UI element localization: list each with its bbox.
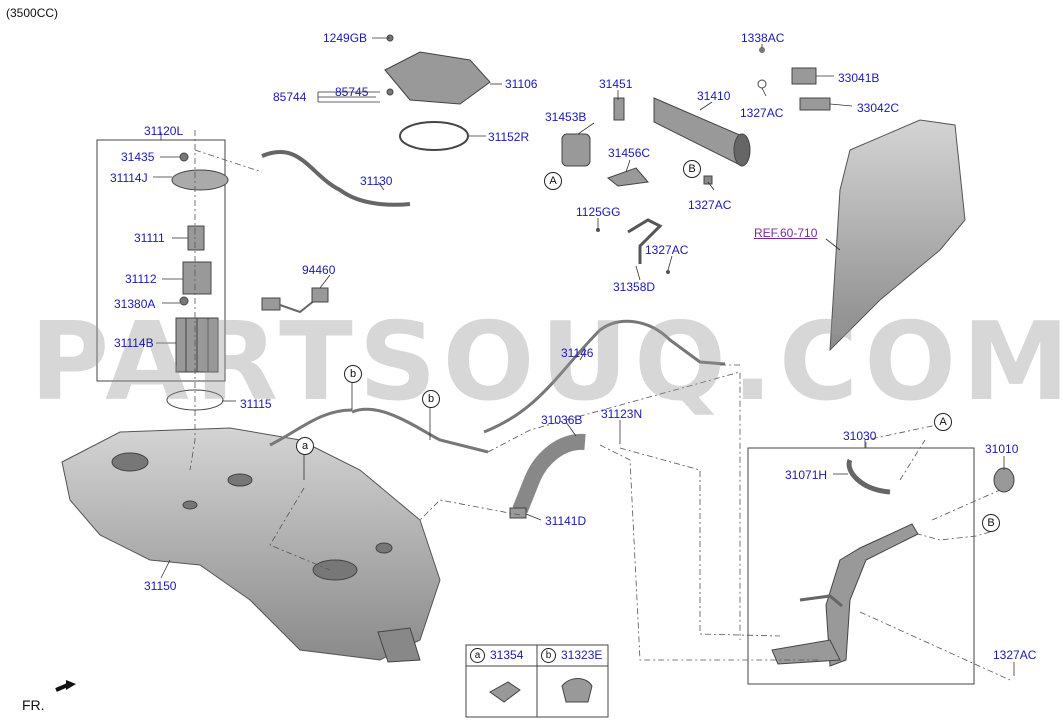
fuel-cap-31010 xyxy=(993,467,1015,493)
label-31010[interactable]: 31010 xyxy=(985,442,1019,456)
label-94460[interactable]: 94460 xyxy=(302,263,336,277)
callout-a: a xyxy=(296,437,314,455)
label-31071H[interactable]: 31071H xyxy=(785,468,828,482)
routing-lines xyxy=(189,130,1011,681)
label-33042C[interactable]: 33042C xyxy=(857,101,900,115)
label-1249GB[interactable]: 1249GB xyxy=(323,31,368,45)
label-1327AC-filler[interactable]: 1327AC xyxy=(993,648,1037,662)
canister-31410 xyxy=(561,97,751,187)
label-31120L[interactable]: 31120L xyxy=(144,124,184,138)
legend-callout-a: a xyxy=(470,648,485,663)
label-85745[interactable]: 85745 xyxy=(335,85,369,99)
callout-B-canister: B xyxy=(683,160,701,178)
label-31112[interactable]: 31112 xyxy=(125,272,157,286)
label-31036B[interactable]: 31036B xyxy=(541,413,583,427)
label-31111[interactable]: 31111 xyxy=(134,231,165,245)
label-1125GG[interactable]: 1125GG xyxy=(576,205,621,219)
callout-b-1: b xyxy=(344,365,362,383)
label-31123N[interactable]: 31123N xyxy=(601,407,643,421)
fuel-pump-parts xyxy=(166,152,229,411)
callout-A-canister: A xyxy=(544,172,562,190)
legend-label-31354[interactable]: 31354 xyxy=(490,648,524,662)
label-ref-60-710[interactable]: REF.60-710 xyxy=(754,226,818,240)
label-1327AC-valve[interactable]: 1327AC xyxy=(740,106,784,120)
callout-b-2: b xyxy=(422,390,440,408)
legend-table xyxy=(465,644,609,718)
sensor-94460 xyxy=(261,287,329,314)
label-31152R[interactable]: 31152R xyxy=(488,130,530,144)
label-31115[interactable]: 31115 xyxy=(240,397,272,411)
label-31456C[interactable]: 31456C xyxy=(608,146,651,160)
fr-arrow-head xyxy=(66,680,76,690)
callout-A-filler: A xyxy=(934,413,952,431)
hose-31130 xyxy=(261,149,411,207)
hose-31036B xyxy=(512,433,586,513)
body-panel xyxy=(829,119,966,352)
label-85744[interactable]: 85744 xyxy=(273,90,307,104)
label-31435[interactable]: 31435 xyxy=(121,150,155,164)
label-31358D[interactable]: 31358D xyxy=(613,280,656,294)
filler-box xyxy=(747,447,975,685)
fr-label: FR. xyxy=(22,697,45,713)
valves-33041 xyxy=(757,47,831,111)
fuel-tank-31150 xyxy=(61,427,441,663)
label-31130[interactable]: 31130 xyxy=(360,174,393,188)
label-31114B[interactable]: 31114B xyxy=(114,336,154,350)
bracket-31358D xyxy=(596,218,670,274)
label-31380A[interactable]: 31380A xyxy=(114,297,156,311)
label-31030[interactable]: 31030 xyxy=(843,429,877,443)
label-31141D[interactable]: 31141D xyxy=(545,514,587,528)
label-31451[interactable]: 31451 xyxy=(599,77,633,91)
label-31410[interactable]: 31410 xyxy=(697,89,731,103)
legend-label-31323E[interactable]: 31323E xyxy=(561,648,603,662)
filler-neck-31030 xyxy=(771,458,919,667)
label-31453B[interactable]: 31453B xyxy=(545,110,587,124)
label-33041B[interactable]: 33041B xyxy=(838,71,880,85)
pump-cover-31106 xyxy=(384,34,491,151)
label-31146[interactable]: 31146 xyxy=(561,346,594,360)
label-1327AC-canister[interactable]: 1327AC xyxy=(688,198,732,212)
label-31150[interactable]: 31150 xyxy=(144,579,177,593)
engine-label: (3500CC) xyxy=(6,6,59,20)
label-1327AC-bracket[interactable]: 1327AC xyxy=(645,243,689,257)
vapor-line-31146 xyxy=(483,319,726,434)
callout-B-filler: B xyxy=(982,514,1000,532)
label-31114J[interactable]: 31114J xyxy=(110,171,148,185)
leader-lines xyxy=(153,37,1015,676)
legend-callout-b: b xyxy=(541,648,556,663)
label-1338AC[interactable]: 1338AC xyxy=(741,31,785,45)
label-31106[interactable]: 31106 xyxy=(505,77,538,91)
